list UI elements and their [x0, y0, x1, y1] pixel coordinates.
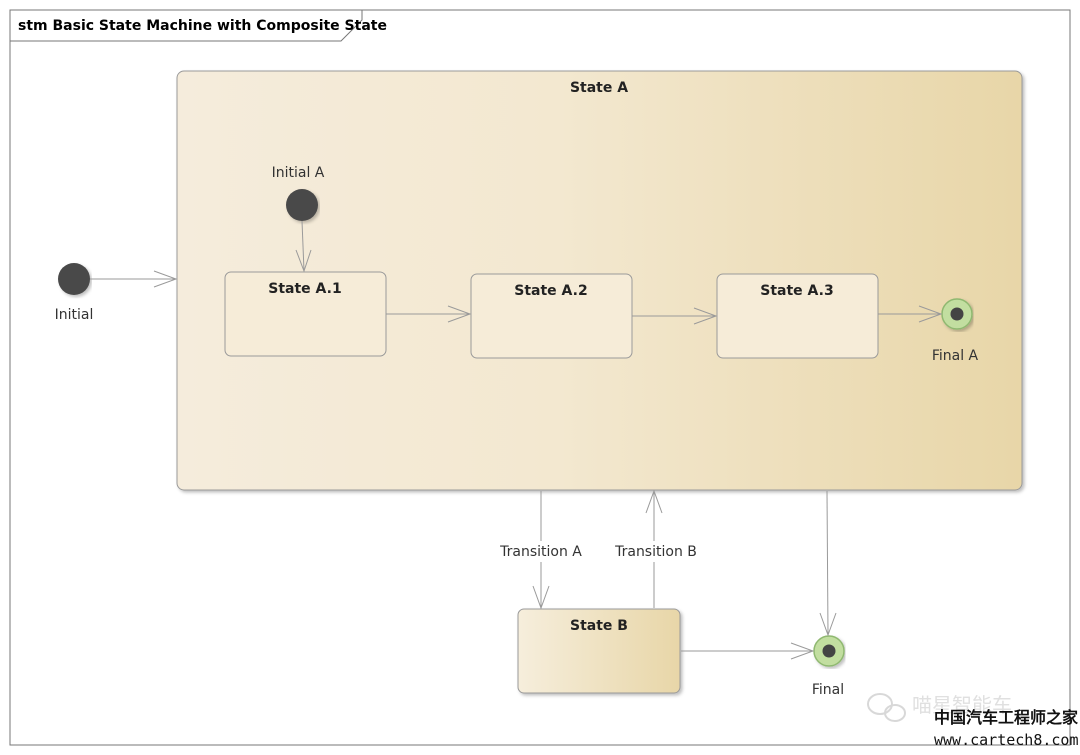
- state-a3[interactable]: State A.3: [716, 273, 879, 359]
- initial-a-label: Initial A: [272, 165, 325, 181]
- title-tab: [9, 9, 363, 42]
- state-b[interactable]: State B: [517, 608, 681, 694]
- edge-initial-to-state-a[interactable]: [90, 270, 178, 288]
- transition-a-label: Transition A: [499, 544, 582, 560]
- edge-transition-b[interactable]: [645, 489, 663, 608]
- watermark-line-1: 喵星智能车: [912, 693, 1012, 717]
- edge-a1-to-a2[interactable]: [386, 305, 472, 323]
- state-b-label: State B: [570, 618, 628, 634]
- initial-a-node[interactable]: [286, 189, 318, 221]
- initial-label: Initial: [55, 307, 94, 323]
- state-a-label: State A: [570, 80, 628, 96]
- initial-node[interactable]: [58, 263, 90, 295]
- transition-b-label: Transition B: [614, 544, 697, 560]
- edge-state-a-to-final[interactable]: [819, 490, 837, 637]
- state-a2-label: State A.2: [514, 283, 587, 299]
- final-node[interactable]: [813, 635, 845, 667]
- diagram-frame: [9, 9, 1071, 746]
- watermark: 喵星智能车 中国汽车工程师之家 www.cartech8.com: [867, 693, 1079, 749]
- edge-a3-to-final-a[interactable]: [878, 305, 943, 323]
- watermark-line-3: www.cartech8.com: [934, 731, 1079, 749]
- final-a-node[interactable]: [941, 298, 973, 330]
- final-a-label: Final A: [932, 348, 979, 364]
- edge-a2-to-a3[interactable]: [632, 307, 718, 325]
- watermark-line-2: 中国汽车工程师之家: [934, 708, 1079, 727]
- diagram-title: stm Basic State Machine with Composite S…: [18, 18, 387, 34]
- wechat-icon: [867, 693, 906, 722]
- state-a2[interactable]: State A.2: [470, 273, 633, 359]
- final-label: Final: [812, 682, 844, 698]
- edge-initial-a-to-state-a1[interactable]: [295, 220, 312, 273]
- edge-state-b-to-final[interactable]: [681, 642, 815, 660]
- state-a3-label: State A.3: [760, 283, 833, 299]
- edge-transition-a[interactable]: [532, 491, 550, 610]
- state-a1[interactable]: State A.1: [224, 271, 387, 357]
- state-a1-label: State A.1: [268, 281, 341, 297]
